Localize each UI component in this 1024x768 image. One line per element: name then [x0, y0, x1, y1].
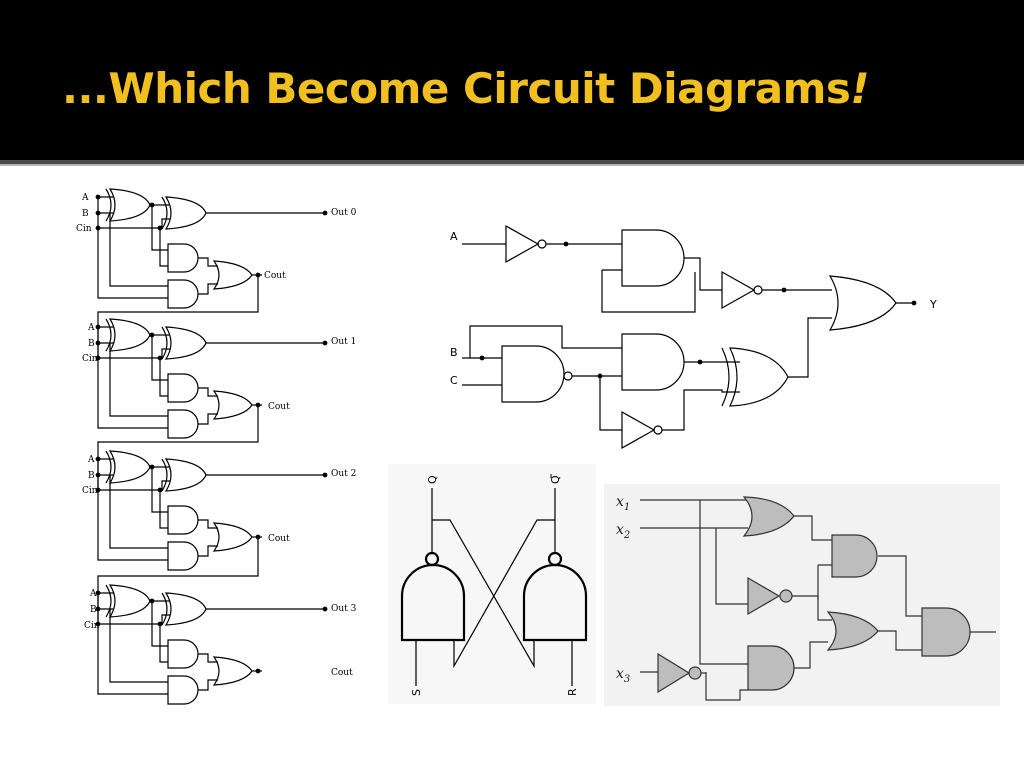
- inverter-bubble: [688, 666, 702, 680]
- adder-input-cin: Cin: [76, 224, 92, 234]
- adder-input-b: B: [88, 471, 95, 481]
- title-text: ...Which Become Circuit Diagrams: [62, 64, 851, 113]
- adder-input-b: B: [90, 605, 97, 615]
- not-gate: [621, 410, 656, 450]
- inverter-bubble: [779, 589, 793, 603]
- adder-input-a: A: [81, 193, 89, 203]
- and-gate: [621, 229, 685, 287]
- xor-gate: [729, 347, 789, 407]
- slide-title: ...Which Become Circuit Diagrams!: [62, 64, 869, 113]
- or-gate: [826, 611, 879, 651]
- adder-input-a: A: [89, 589, 97, 599]
- not-gate: [505, 224, 540, 264]
- logic-output-y: Y: [929, 298, 937, 311]
- adder-carry-out: Cout: [268, 402, 290, 412]
- adder-stage: [95, 188, 328, 309]
- logic-input-c: C: [450, 374, 458, 387]
- adder-output-sum: Out 3: [331, 604, 357, 614]
- not-gate: [747, 576, 781, 616]
- latch-output-qbar: Q: [549, 475, 562, 484]
- adder-input-a: A: [87, 455, 95, 465]
- and-gate: [921, 607, 971, 657]
- title-divider-highlight: [0, 164, 1024, 166]
- latch-output-q: Q: [426, 475, 439, 484]
- shaded-input-x1: x1: [616, 494, 630, 513]
- adder-output-sum: Out 1: [331, 337, 356, 347]
- and-gate: [747, 645, 795, 691]
- shaded-input-x3: x3: [616, 666, 630, 685]
- or-gate: [742, 496, 795, 537]
- adder-output-sum: Out 0: [331, 208, 357, 218]
- adder-carry-out: Cout: [268, 534, 290, 544]
- logic-input-a: A: [450, 230, 458, 243]
- latch-input-r: R: [566, 688, 579, 696]
- latch-input-s: S: [410, 689, 423, 696]
- and-gate: [621, 333, 685, 391]
- title-exclamation: !: [850, 64, 869, 113]
- adder-input-b: B: [82, 209, 89, 219]
- title-divider: [0, 160, 1024, 164]
- adder-input-b: B: [88, 339, 95, 349]
- adder-input-cin: Cin: [84, 621, 100, 631]
- adder-input-cin: Cin: [82, 354, 98, 364]
- and-gate: [831, 534, 878, 578]
- not-gate: [657, 652, 691, 694]
- adder-carry-out: Cout: [331, 668, 353, 678]
- adder-input-cin: Cin: [82, 486, 98, 496]
- not-gate: [721, 270, 756, 310]
- adder-input-a: A: [87, 323, 95, 333]
- title-bar: [0, 0, 1024, 160]
- logic-input-b: B: [450, 346, 458, 359]
- adder-carry-out: Cout: [264, 271, 286, 281]
- or-gate: [828, 275, 897, 331]
- shaded-input-x2: x2: [616, 522, 630, 541]
- latch-panel: [388, 464, 596, 704]
- adder-output-sum: Out 2: [331, 469, 356, 479]
